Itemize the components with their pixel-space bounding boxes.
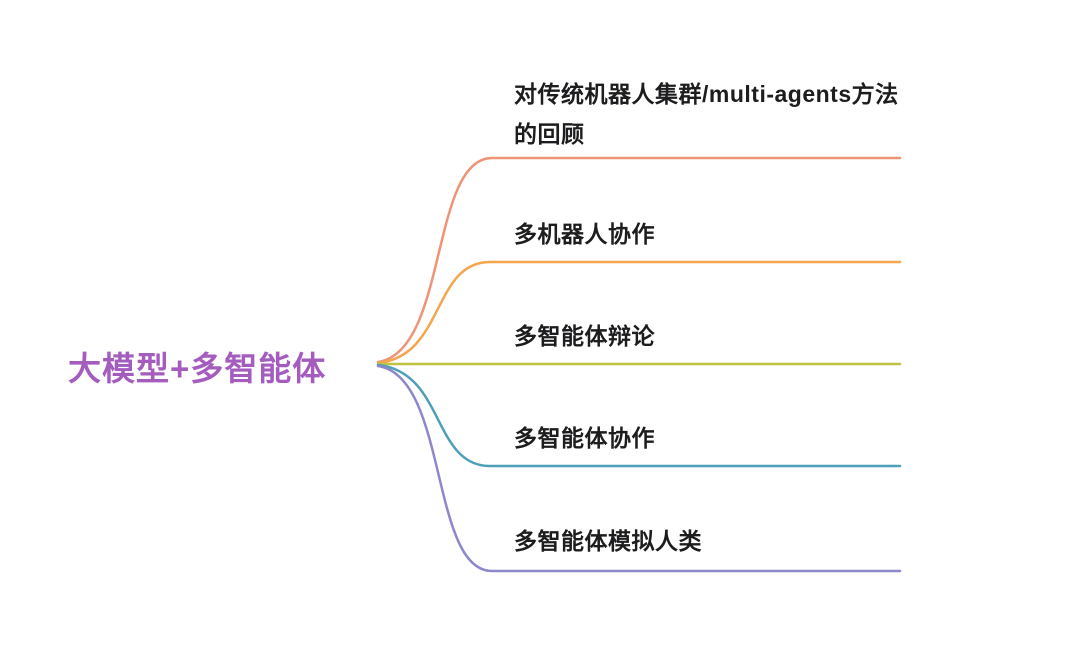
branch-line-review — [376, 156, 902, 364]
branch-node-multirobot[interactable]: 多机器人协作 — [514, 221, 655, 247]
branch-node-debate[interactable]: 多智能体辩论 — [514, 323, 655, 349]
branch-node-review[interactable]: 对传统机器人集群/multi-agents方法的回顾 — [514, 81, 899, 147]
branch-line-collaboration — [376, 363, 902, 468]
branch-line-multirobot — [376, 260, 902, 365]
branch-line-simulate-humans — [376, 364, 902, 573]
root-node[interactable]: 大模型+多智能体 — [68, 350, 327, 387]
branch-node-simulate-humans[interactable]: 多智能体模拟人类 — [514, 528, 702, 554]
branch-node-collaboration[interactable]: 多智能体协作 — [514, 425, 655, 451]
